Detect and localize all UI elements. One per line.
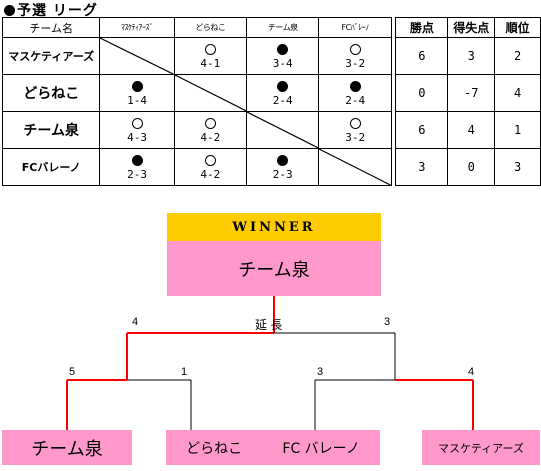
- match-result-cell: 3-2: [318, 111, 392, 149]
- team-box-middle: どらねこ FC バレーノ: [166, 430, 380, 465]
- match-score: 2-3: [127, 168, 147, 181]
- match-score: 3-4: [272, 57, 293, 70]
- stat-points: 6: [395, 111, 449, 149]
- match-result-cell: 2-4: [246, 74, 320, 112]
- stat-diff: 0: [447, 148, 496, 186]
- match-result-cell: 3-4: [246, 37, 320, 75]
- match-score: 4-2: [200, 168, 221, 181]
- final-note: 延 長: [255, 318, 283, 332]
- win-circle-icon: [349, 44, 361, 55]
- win-circle-icon: [204, 118, 216, 129]
- match-score: 4-3: [127, 131, 147, 144]
- lose-dot-icon: [277, 81, 289, 92]
- lose-dot-icon: [131, 155, 143, 166]
- match-result-cell: 2-4: [318, 74, 392, 112]
- match-score: 4-1: [200, 57, 221, 70]
- league-table: チーム名 ﾏｽｹﾃｨｱｰｽﾞ どらねこ チーム泉 FCﾊﾞﾚｰﾉ 勝点 得失点 …: [1, 17, 541, 186]
- semi-left-score-1: 5: [69, 366, 76, 378]
- lose-dot-icon: [277, 155, 289, 166]
- self-match-cell: [99, 37, 175, 75]
- match-result-cell: 1-4: [99, 74, 175, 112]
- match-score: 4-2: [200, 131, 221, 144]
- team-name: チーム泉: [1, 111, 101, 149]
- bullet-icon: [4, 5, 15, 16]
- match-result-cell: 4-3: [99, 111, 175, 149]
- lose-dot-icon: [131, 81, 143, 92]
- stat-diff: 4: [447, 111, 496, 149]
- league-header-row: チーム名 ﾏｽｹﾃｨｱｰｽﾞ どらねこ チーム泉 FCﾊﾞﾚｰﾉ 勝点 得失点 …: [1, 17, 541, 38]
- stat-diff: -7: [447, 74, 496, 112]
- self-match-cell: [318, 148, 392, 186]
- champion-name: チーム泉: [167, 241, 381, 296]
- win-circle-icon: [349, 118, 361, 129]
- win-circle-icon: [204, 155, 216, 166]
- stat-points: 3: [395, 148, 449, 186]
- team-box: チーム泉: [2, 430, 132, 465]
- team-name: マスケティアーズ: [1, 37, 101, 75]
- match-score: 2-4: [272, 94, 293, 107]
- match-score: 3-2: [345, 131, 366, 144]
- match-score: 2-3: [272, 168, 293, 181]
- final-right-score: 3: [384, 316, 391, 328]
- match-score: 1-4: [127, 94, 147, 107]
- match-result-cell: 4-2: [173, 148, 248, 186]
- stat-rank: 2: [494, 37, 541, 75]
- semi-right-score-2: 4: [468, 366, 475, 378]
- winner-label: WINNER: [167, 213, 381, 241]
- team-name: FCバレーノ: [1, 148, 101, 186]
- self-match-cell: [246, 111, 320, 149]
- stat-rank: 4: [494, 74, 541, 112]
- lose-dot-icon: [277, 44, 289, 55]
- win-circle-icon: [131, 118, 143, 129]
- stat-points: 6: [395, 37, 449, 75]
- section-title: 予選 リーグ: [4, 0, 98, 20]
- lose-dot-icon: [349, 81, 361, 92]
- stat-rank: 3: [494, 148, 541, 186]
- semi-left-score-2: 1: [181, 366, 188, 378]
- team-name: FC バレーノ: [282, 440, 360, 457]
- match-score: 3-2: [345, 57, 366, 70]
- semi-right-score-1: 3: [317, 366, 324, 378]
- team-box: マスケティアーズ: [422, 430, 540, 465]
- title-text: 予選 リーグ: [17, 3, 98, 19]
- team-name: どらねこ: [1, 74, 101, 112]
- match-result-cell: 4-2: [173, 111, 248, 149]
- final-left-score: 4: [132, 316, 139, 328]
- win-circle-icon: [204, 44, 216, 55]
- team-name: どらねこ: [186, 440, 243, 457]
- match-score: 2-4: [345, 94, 366, 107]
- header-team: チーム名: [1, 17, 101, 38]
